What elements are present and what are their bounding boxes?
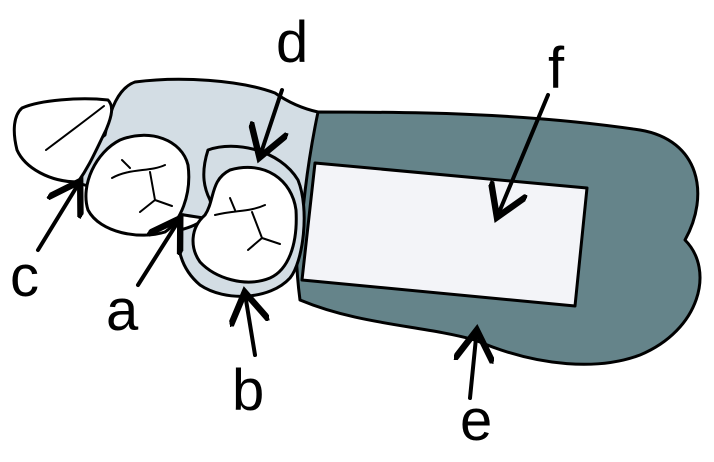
label-a: a — [106, 278, 139, 343]
arrow-b — [246, 300, 255, 357]
label-e: e — [460, 388, 492, 453]
label-c: c — [10, 244, 39, 309]
label-f: f — [548, 36, 565, 101]
arrow-e — [470, 338, 476, 400]
label-d: d — [276, 10, 308, 75]
rectangle-f — [300, 161, 589, 308]
lobe-b-crease — [214, 197, 281, 251]
lobe-a-crease — [111, 159, 173, 213]
arrow-d — [262, 88, 282, 150]
lobe-c-crease — [45, 105, 105, 151]
arrow-f — [500, 93, 550, 210]
arrow-a — [136, 225, 176, 287]
label-b: b — [232, 358, 264, 423]
arrow-c — [36, 188, 76, 252]
lobe-b — [191, 165, 298, 284]
